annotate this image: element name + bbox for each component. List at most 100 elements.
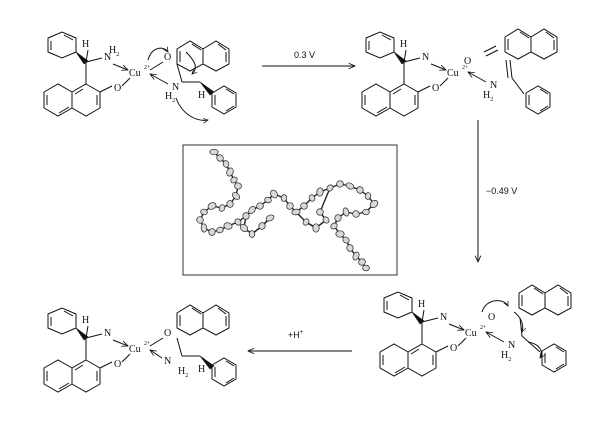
atom-o-label-3: O: [450, 343, 457, 354]
reduction-label: −0.49 V: [486, 186, 517, 196]
exocyclic-double-1: [505, 59, 509, 79]
ortep-atom: [300, 202, 308, 210]
cu-o-bond: [121, 77, 131, 87]
naphthalene-right: [176, 40, 230, 72]
curly-arrow-2: [185, 51, 195, 74]
curly-arrow-5: [513, 311, 523, 332]
ortep-atom: [226, 167, 234, 177]
ortep-atom: [242, 212, 250, 220]
ortep-atom: [270, 189, 278, 199]
ortep-atom: [209, 148, 219, 156]
atom-h-right-label: H: [198, 90, 205, 101]
ortep-atom: [280, 194, 288, 202]
ortep-atom: [223, 222, 233, 230]
ortep-atom: [234, 218, 242, 226]
ortep-atom: [308, 194, 316, 202]
ortep-atom: [226, 200, 234, 208]
ortep-atom: [216, 226, 224, 234]
atom-cu-label-4: Cu: [129, 344, 141, 355]
atom-n-label-3: N: [440, 312, 447, 323]
ligand-left-structure-3: [379, 291, 449, 377]
oxidation-label: 0.3 V: [294, 50, 315, 60]
ortep-atom: [230, 176, 238, 184]
ortep-atom: [352, 210, 360, 218]
ortep-atom: [326, 184, 334, 192]
ortep-atom: [234, 182, 242, 190]
ortep-atom: [356, 186, 364, 194]
ortep-atom: [232, 192, 240, 200]
curly-arrow-3: [175, 97, 208, 120]
complex-top-left: H N H2 O Cu 2+ O N H2 H: [43, 31, 237, 120]
complex-bottom-left: H N O Cu 2+ O N H2 H: [43, 304, 237, 393]
atom-o-right-label: O: [164, 52, 171, 63]
ortep-atom: [316, 187, 324, 197]
curly-arrow-1: [147, 48, 168, 61]
ortep-atom: [239, 223, 249, 233]
ortep-atom: [256, 202, 264, 210]
atom-h2-label-2: H2: [483, 90, 493, 103]
curly-arrow-6: [527, 341, 542, 358]
atom-nh-label-2: N: [490, 80, 497, 91]
atom-h2-right-label: H2: [165, 91, 175, 104]
phenyl-right: [211, 85, 237, 115]
atom-o-right-label-4: O: [164, 328, 171, 339]
curly-arrow-4: [481, 300, 509, 313]
ortep-atom: [258, 222, 266, 230]
ortep-atom: [330, 222, 338, 230]
ortep-atom: [248, 205, 256, 215]
ortep-atom: [342, 236, 350, 244]
cu-charge-label-4: 2+: [144, 341, 151, 347]
naphthalene-bottom-left: [176, 304, 230, 336]
coordination-arrow-4: [112, 339, 128, 346]
cu-charge-label-2: 2+: [462, 65, 469, 71]
atom-nh-label-3: N: [508, 340, 515, 351]
naphthalene-bottom-right: [518, 284, 572, 316]
ortep-atom: [207, 202, 217, 210]
phenyl-bottom-right: [541, 343, 567, 373]
atom-cu-label-3: Cu: [465, 328, 477, 339]
ligand-left-structure: [43, 31, 113, 117]
coordination-arrow-n: [112, 63, 128, 70]
atom-h-right-label-4: H: [198, 364, 205, 375]
complex-bottom-right: H N O Cu 2+ O N H2: [379, 284, 572, 377]
phenyl-top-right: [525, 85, 551, 115]
phenyl-bottom-left: [211, 357, 237, 387]
ortep-atom: [334, 214, 342, 222]
ortep-atom: [346, 244, 354, 252]
cu-charge-label: 2+: [144, 65, 151, 71]
ortep-atom: [208, 228, 216, 236]
ortep-atom: [335, 230, 345, 238]
ortep-atom: [316, 208, 324, 216]
atom-h-label: H: [82, 39, 89, 50]
atom-o-label-4: O: [114, 359, 121, 370]
ortep-atom: [248, 230, 256, 238]
cn-bond-4: [176, 337, 183, 357]
ortep-atom: [358, 258, 366, 266]
ortep-atom: [362, 264, 370, 272]
coordination-arrow-n-right: [150, 74, 169, 85]
coordination-arrow-n3: [486, 332, 505, 343]
ortep-atom: [336, 180, 344, 188]
ortep-ellipsoid-plot: [196, 148, 379, 272]
cu-o-bond-4: [121, 353, 131, 363]
ortep-atom: [352, 251, 360, 261]
ortep-atom: [218, 204, 226, 212]
cu-charge-label-3: 2+: [480, 325, 487, 331]
ortep-atom: [362, 208, 370, 216]
atom-n-label-4: N: [104, 328, 111, 339]
cn-bond: [176, 63, 183, 83]
ortep-atom: [200, 208, 208, 216]
crystal-structure-figure: [182, 144, 398, 276]
ortep-atom: [302, 218, 310, 226]
ortep-atom: [312, 223, 320, 233]
ortep-atom: [291, 208, 301, 216]
ortep-atom: [265, 214, 275, 222]
co-double-1: [483, 45, 497, 53]
ortep-atom: [196, 216, 204, 224]
coordination-arrow-n4: [150, 350, 163, 359]
c-phenyl-bond-3: [521, 335, 541, 353]
ortep-atom: [342, 207, 350, 217]
naphthoquinone-methide: [504, 28, 558, 60]
atom-cu-label: Cu: [129, 68, 141, 79]
ligand-left-structure-4: [43, 307, 113, 393]
